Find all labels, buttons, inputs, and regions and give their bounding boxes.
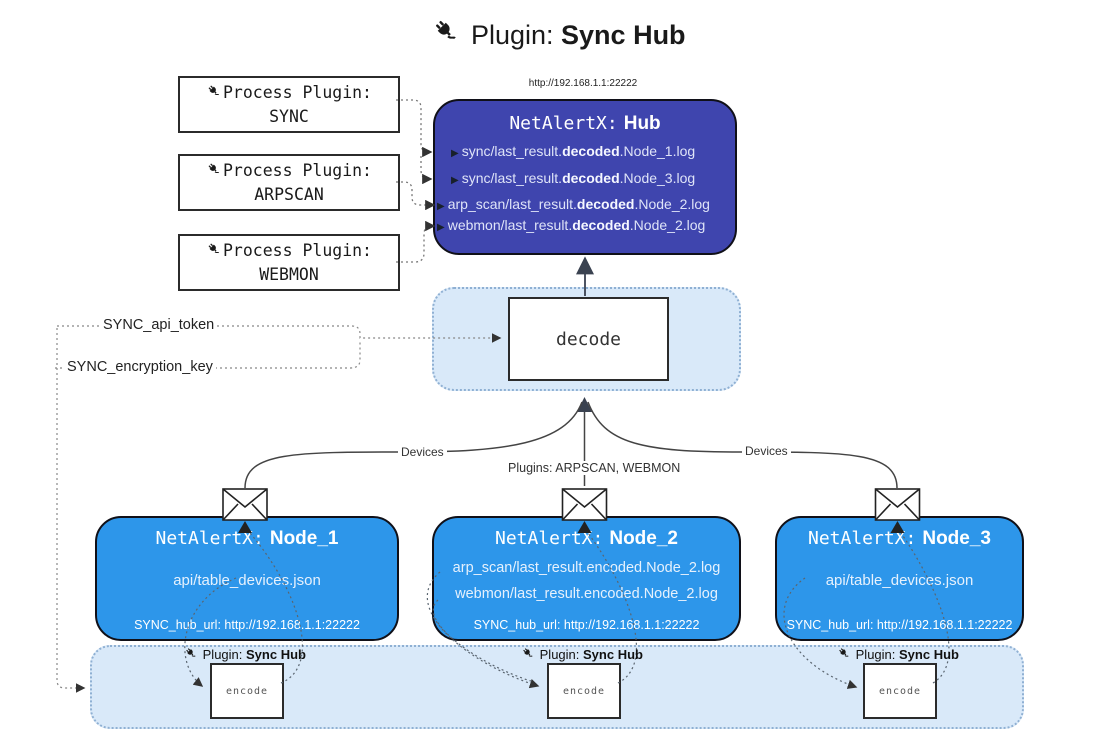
plug-icon [184,646,199,661]
node-hub-url: SYNC_hub_url: http://192.168.1.1:22222 [473,618,700,632]
title-name: Sync Hub [561,19,686,50]
node-hub-url: SYNC_hub_url: http://192.168.1.1:22222 [786,618,1013,632]
sync-api-token-label: SYNC_api_token [100,317,218,333]
encoder-plugin-label: Plugin: Sync Hub [798,646,998,662]
hub-log-line: ▶webmon/last_result.decoded.Node_2.log [437,217,706,233]
encode-box: encode [863,663,937,719]
edge-keys-to-encoders [56,328,86,693]
node-hub-url: SYNC_hub_url: http://192.168.1.1:22222 [134,618,360,632]
node-title: NetAlertX:Node_2 [494,528,678,549]
encoder-plugin-label: Plugin: Sync Hub [145,646,345,662]
page-title: Plugin: Sync Hub [0,16,1117,51]
title-prefix: Plugin: [470,19,554,50]
process-plugin-sync: Process Plugin: SYNC [178,76,400,133]
node-file: arp_scan/last_result.encoded.Node_2.log [452,560,721,576]
process-plugin-name: SYNC [269,106,309,126]
hub-title-name: Hub [623,113,661,134]
hub-log-line: ▶sync/last_result.decoded.Node_1.log [451,143,696,159]
encode-box: encode [547,663,621,719]
node-file: api/table_devices.json [825,572,974,589]
node1-box: NetAlertX:Node_1 api/table_devices.json … [95,516,399,641]
arrowhead-icon: ▶ [437,201,445,212]
edge-webmon-to-hub [396,220,436,263]
process-plugin-label: Process Plugin: [222,240,372,260]
plug-icon [837,646,852,661]
node3-box: NetAlertX:Node_3 api/table_devices.json … [775,516,1024,641]
devices-edge-label: Devices [398,445,447,459]
arrowhead-icon: ▶ [451,175,459,186]
process-plugin-arpscan: Process Plugin: ARPSCAN [178,154,400,211]
process-plugin-label: Process Plugin: [222,82,372,102]
process-plugin-name: WEBMON [259,264,319,284]
plugins-edge-label: Plugins: ARPSCAN, WEBMON [505,461,684,475]
plug-icon [206,83,223,100]
process-plugin-webmon: Process Plugin: WEBMON [178,234,400,291]
node-title: NetAlertX:Node_1 [155,528,339,549]
decode-box: decode [508,297,669,381]
edge-sync-to-hub2 [420,156,433,185]
hub-title: NetAlertX:Hub [435,113,735,135]
hub-url: http://192.168.1.1:22222 [528,78,638,89]
plug-icon [431,16,463,48]
arrowhead-icon: ▶ [437,222,445,233]
process-plugin-name: ARPSCAN [254,184,324,204]
node-file: api/table_devices.json [173,572,321,589]
plug-icon [206,241,223,258]
decode-label: decode [555,328,622,350]
encoder-plugin-label: Plugin: Sync Hub [482,646,682,662]
plug-icon [521,646,536,661]
edge-sync-to-hub1 [396,99,433,158]
plug-icon [206,161,223,178]
hub-log-line: ▶sync/last_result.decoded.Node_3.log [451,170,696,186]
sync-encryption-key-label: SYNC_encryption_key [64,359,216,375]
hub-log-line: ▶arp_scan/last_result.decoded.Node_2.log [437,196,710,212]
edge-arpscan-to-hub [396,181,436,211]
node-title: NetAlertX:Node_3 [807,528,991,549]
hub-box: NetAlertX:Hub ▶sync/last_result.decoded.… [433,99,737,255]
hub-title-prefix: NetAlertX: [509,113,618,134]
node-file: webmon/last_result.encoded.Node_2.log [455,586,718,602]
arrowhead-icon: ▶ [451,148,459,159]
node2-box: NetAlertX:Node_2 arp_scan/last_result.en… [432,516,741,641]
encode-box: encode [210,663,284,719]
process-plugin-label: Process Plugin: [222,160,372,180]
devices-edge-label: Devices [742,444,791,458]
